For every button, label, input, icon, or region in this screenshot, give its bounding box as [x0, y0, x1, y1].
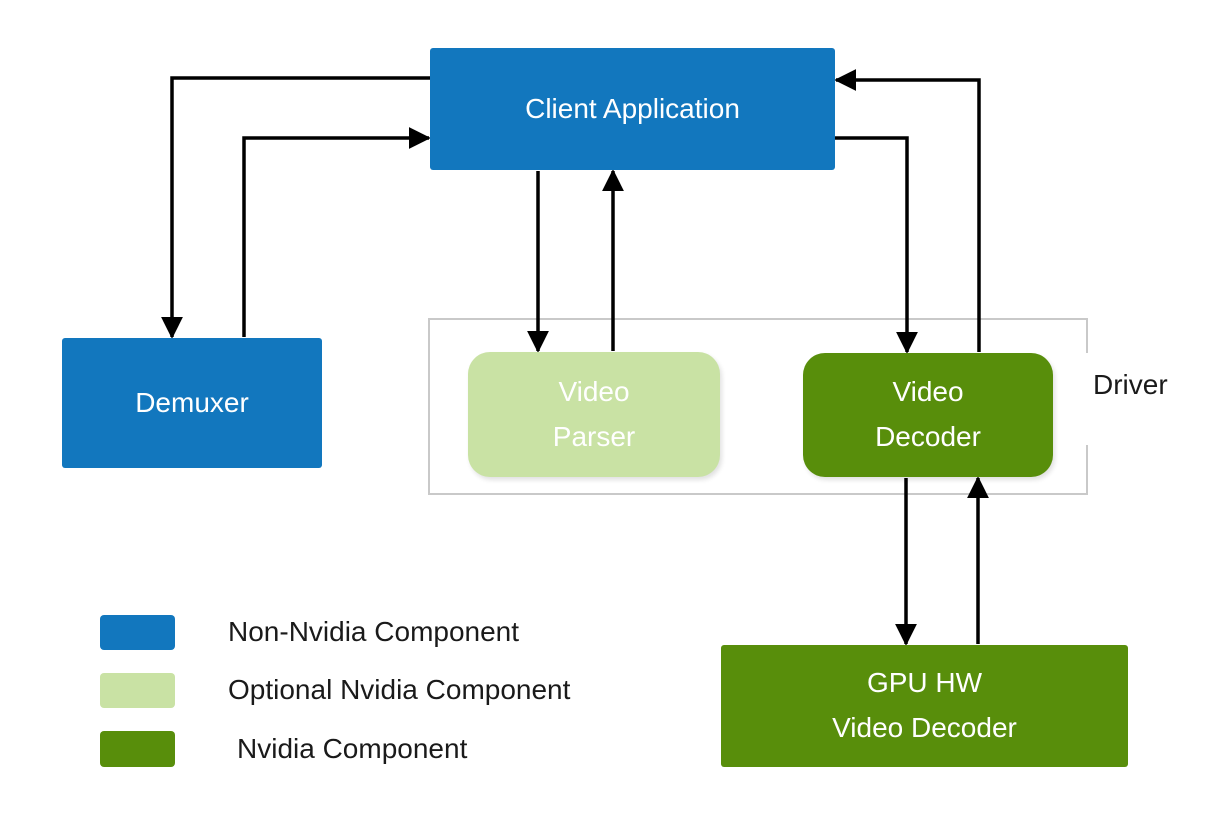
driver-label-text: Driver [1093, 369, 1168, 400]
driver-container-label: Driver [1078, 353, 1186, 445]
video-parser-label-line1: Video [558, 375, 630, 407]
video-parser-label-line2: Parser [552, 420, 636, 452]
demuxer-label: Demuxer [135, 386, 249, 418]
video-parser-box: Video Parser [468, 352, 720, 477]
legend-swatch-nvidia [100, 731, 175, 767]
video-decoder-label-line2: Decoder [875, 421, 981, 452]
legend-label-nvidia: Nvidia Component [237, 733, 468, 764]
legend-swatch-non-nvidia [100, 615, 175, 650]
client-application-box: Client Application [430, 48, 835, 170]
arrow-client-to-decoder [835, 136, 918, 354]
legend-swatch-optional-nvidia [100, 673, 175, 708]
client-application-label: Client Application [525, 92, 740, 124]
arrow-client-to-demuxer [161, 76, 430, 339]
gpu-hw-video-decoder-box: GPU HW Video Decoder [721, 645, 1128, 767]
video-decoder-label-line1: Video [892, 376, 964, 408]
legend-label-optional-nvidia: Optional Nvidia Component [228, 674, 571, 705]
gpu-hw-label-line2: Video Decoder [832, 712, 1017, 743]
arrow-decoder-to-client [834, 69, 981, 352]
gpu-hw-label-line1: GPU HW [866, 667, 983, 699]
demuxer-box: Demuxer [62, 338, 322, 468]
video-decoder-box: Video Decoder [803, 353, 1053, 477]
legend-label-non-nvidia: Non-Nvidia Component [228, 616, 520, 647]
arrow-demuxer-to-client [242, 127, 431, 337]
